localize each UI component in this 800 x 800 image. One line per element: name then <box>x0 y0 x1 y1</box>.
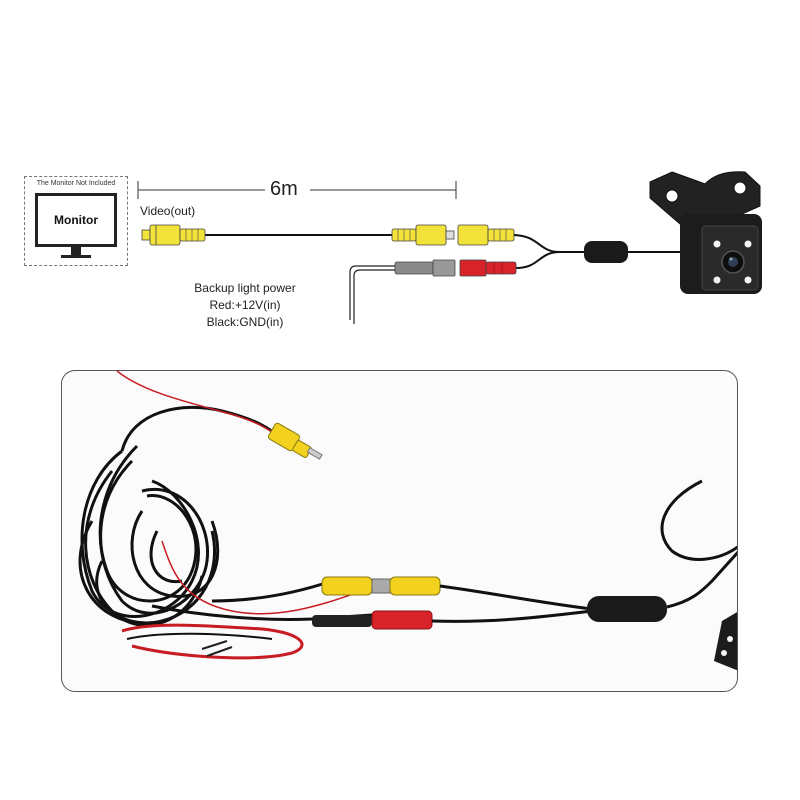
monitor-screen: Monitor <box>35 193 117 247</box>
power-red-label: Red:+12V(in) <box>209 298 281 312</box>
rca-plug-camera <box>457 224 515 246</box>
wiring-diagram <box>137 171 762 324</box>
product-photo <box>78 371 737 671</box>
photo-rca-pair <box>321 576 441 596</box>
distance-dimension <box>137 181 457 199</box>
monitor-base <box>61 255 91 258</box>
photo-inline-module <box>587 596 667 622</box>
product-photo-frame <box>61 370 738 692</box>
cable-length-label: 6m <box>270 178 298 200</box>
power-black-label: Black:GND(in) <box>206 315 284 329</box>
power-lead <box>515 251 561 269</box>
monitor-label: Monitor <box>54 213 98 227</box>
backup-camera <box>649 171 762 294</box>
monitor-illustration: The Monitor Not Included Monitor <box>24 176 128 266</box>
monitor-not-included-note: The Monitor Not Included <box>36 180 116 187</box>
rca-socket-extension <box>391 224 455 246</box>
photo-camera <box>714 612 737 671</box>
video-out-label: Video(out) <box>140 204 196 218</box>
rca-plug-video-out <box>141 224 206 246</box>
video-lead <box>513 234 590 253</box>
monitor-stand <box>71 247 81 255</box>
power-connector-red <box>459 259 517 277</box>
power-title: Backup light power <box>194 281 296 295</box>
photo-rca-plug-top <box>267 422 323 460</box>
power-connector-grey <box>394 259 456 277</box>
inline-module <box>584 241 628 263</box>
coiled-cable <box>78 444 220 627</box>
backup-light-wires <box>349 265 395 324</box>
backup-light-power-label: Backup light power Red:+12V(in) Black:GN… <box>160 280 330 331</box>
photo-power-connector <box>312 610 433 630</box>
